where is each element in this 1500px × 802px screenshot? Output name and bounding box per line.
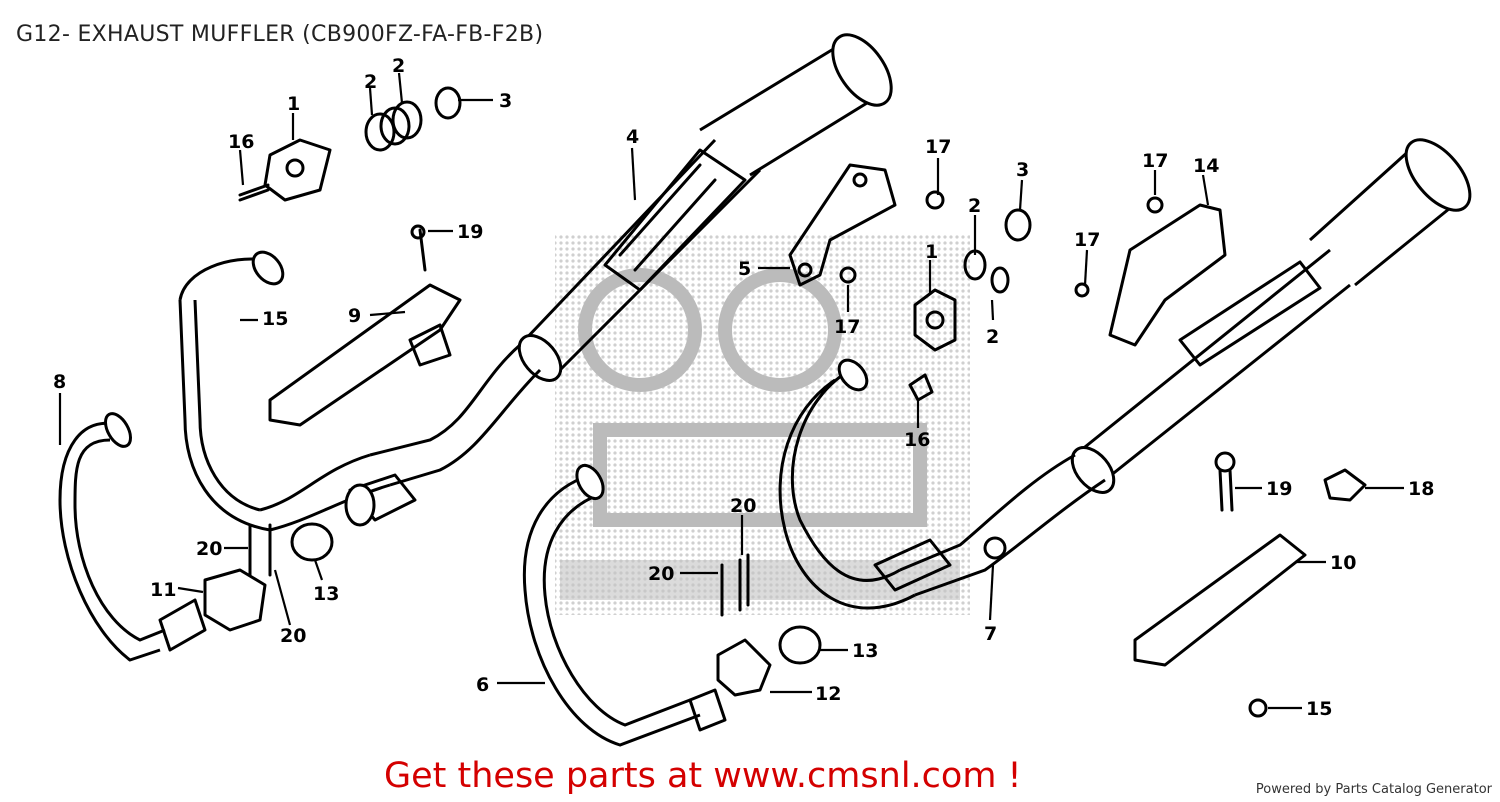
clamp-right[interactable] xyxy=(716,553,822,697)
callout-1: 1 xyxy=(925,241,938,263)
leader-lines xyxy=(58,72,1404,710)
cta-link[interactable]: Get these parts at www.cmsnl.com ! xyxy=(384,756,1022,796)
callout-3: 3 xyxy=(1016,159,1029,181)
left-front-pipe[interactable] xyxy=(58,409,207,662)
bracket-5[interactable] xyxy=(788,163,897,287)
callout-4: 4 xyxy=(626,126,639,148)
callout-8: 8 xyxy=(53,371,66,393)
right-muffler[interactable] xyxy=(899,129,1482,597)
callout-6: 6 xyxy=(476,674,489,696)
clamp-left[interactable] xyxy=(203,522,334,632)
right-front-pipe[interactable] xyxy=(522,461,727,747)
powered-by-text: Powered by Parts Catalog Generator xyxy=(1255,782,1492,797)
small-hardware-right[interactable] xyxy=(1214,451,1367,718)
heat-shield-right[interactable] xyxy=(1133,533,1307,667)
callout-9: 9 xyxy=(348,305,361,327)
callout-2: 2 xyxy=(392,55,405,77)
callout-15: 15 xyxy=(262,308,288,330)
callout-19: 19 xyxy=(457,221,483,243)
callout-17: 17 xyxy=(1142,150,1168,172)
callout-17: 17 xyxy=(834,316,860,338)
page-title: G12- EXHAUST MUFFLER (CB900FZ-FA-FB-F2B) xyxy=(16,22,544,47)
left-rear-pipe[interactable] xyxy=(178,246,542,532)
callout-12: 12 xyxy=(815,683,841,705)
flange-right[interactable] xyxy=(839,190,1032,402)
callout-19: 19 xyxy=(1266,478,1292,500)
callout-16: 16 xyxy=(904,429,930,451)
callout-20: 20 xyxy=(196,538,222,560)
callout-3: 3 xyxy=(499,90,512,112)
callout-7: 7 xyxy=(984,623,997,645)
callout-10: 10 xyxy=(1330,552,1356,574)
callout-15: 15 xyxy=(1306,698,1332,720)
watermark-logo xyxy=(555,235,970,615)
callout-2: 2 xyxy=(986,326,999,348)
right-rear-pipe[interactable] xyxy=(778,355,952,610)
left-muffler[interactable] xyxy=(511,25,903,389)
callout-20: 20 xyxy=(730,495,756,517)
callout-5: 5 xyxy=(738,258,751,280)
callout-11: 11 xyxy=(150,579,176,601)
bracket-14[interactable] xyxy=(1074,196,1227,347)
callout-2: 2 xyxy=(968,195,981,217)
callout-16: 16 xyxy=(228,131,254,153)
collar-rings[interactable] xyxy=(364,86,462,152)
callout-13: 13 xyxy=(313,583,339,605)
heat-shield-left[interactable] xyxy=(268,224,462,427)
callout-14: 14 xyxy=(1193,155,1219,177)
callout-17: 17 xyxy=(1074,229,1100,251)
flange-top-left[interactable] xyxy=(238,138,332,202)
callout-1: 1 xyxy=(287,93,300,115)
callout-20: 20 xyxy=(648,563,674,585)
callout-13: 13 xyxy=(852,640,878,662)
callout-20: 20 xyxy=(280,625,306,647)
callout-labels: 1 2 2 3 16 4 19 15 9 8 20 11 13 20 5 17 … xyxy=(53,55,1434,720)
callout-2: 2 xyxy=(364,71,377,93)
callout-18: 18 xyxy=(1408,478,1434,500)
callout-17: 17 xyxy=(925,136,951,158)
